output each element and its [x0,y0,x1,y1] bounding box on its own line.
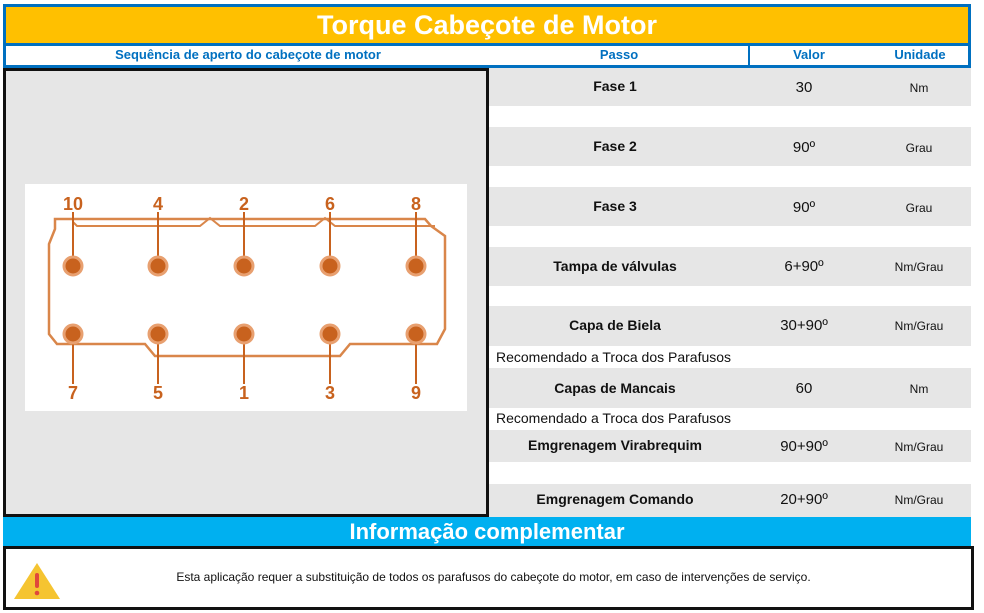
bolt-label: 2 [239,194,249,214]
header-value: Valor [793,47,825,62]
table-row: Tampa de válvulas 6+90º Nm/Grau [489,247,971,286]
table-header: Sequência de aperto do cabeçote de motor… [3,46,971,68]
value: 30+90º [780,317,828,334]
bolt-label: 3 [325,383,335,403]
value: 20+90º [780,491,828,508]
step: Capa de Biela [569,317,661,333]
value: 90º [792,139,816,156]
header-step: Passo [599,47,639,62]
unit: Nm [909,382,929,396]
bolt-label: 9 [411,383,421,403]
step: Tampa de válvulas [553,258,677,274]
bolt-3 [319,323,341,345]
bolt-label: 7 [68,383,78,403]
table-row: Fase 3 90º Grau [489,187,971,226]
header-unit: Unidade [894,47,946,62]
value: 90+90º [780,438,828,455]
value: 6+90º [784,258,824,275]
value: 90º [792,199,816,216]
bolt-sequence-diagram: 10 4 2 6 8 7 5 1 3 9 [25,184,467,411]
bolt-label: 4 [153,194,163,214]
unit: Nm [909,81,929,95]
header-sequence: Sequência de aperto do cabeçote de motor [115,47,381,62]
step: Emgrenagem Virabrequim [527,437,703,453]
step: Fase 1 [593,78,637,94]
info-message: Esta aplicação requer a substituição de … [176,570,811,584]
bolt-4 [147,255,169,277]
sequence-panel: 10 4 2 6 8 7 5 1 3 9 [3,68,489,517]
info-title: Informação complementar [3,517,971,547]
row-note: Recomendado a Troca dos Parafusos [496,349,732,365]
bolt-9 [405,323,427,345]
bolt-2 [233,255,255,277]
bolt-1 [233,323,255,345]
bolt-6 [319,255,341,277]
unit: Grau [905,201,933,215]
bolt-5 [147,323,169,345]
table-row: Capa de Biela 30+90º Nm/Grau [489,306,971,346]
unit: Nm/Grau [894,319,944,333]
table-row: Fase 1 30 Nm [489,68,971,106]
unit: Grau [905,141,933,155]
unit: Nm/Grau [894,260,944,274]
bolt-label: 10 [63,194,83,214]
info-box: Esta aplicação requer a substituição de … [3,546,974,610]
step: Capas de Mancais [554,380,676,396]
bolt-label: 8 [411,194,421,214]
unit: Nm/Grau [894,493,944,507]
table-row: Capas de Mancais 60 Nm [489,368,971,408]
page-title: Torque Cabeçote de Motor [3,4,971,46]
bolt-label: 1 [239,383,249,403]
step: Fase 3 [593,198,637,214]
bolt-label: 6 [325,194,335,214]
step: Fase 2 [593,138,637,154]
bolt-label: 5 [153,383,163,403]
bolt-7 [62,323,84,345]
warning-icon [14,563,60,599]
value: 60 [795,380,813,397]
header-divider [748,46,750,65]
table-row: Emgrenagem Virabrequim 90+90º Nm/Grau [489,430,971,462]
step: Emgrenagem Comando [536,491,694,507]
bolt-8 [405,255,427,277]
unit: Nm/Grau [894,440,944,454]
table-row: Emgrenagem Comando 20+90º Nm/Grau [489,484,971,517]
table-row: Fase 2 90º Grau [489,127,971,166]
value: 30 [795,79,813,96]
row-note: Recomendado a Troca dos Parafusos [496,410,732,426]
bolt-10 [62,255,84,277]
